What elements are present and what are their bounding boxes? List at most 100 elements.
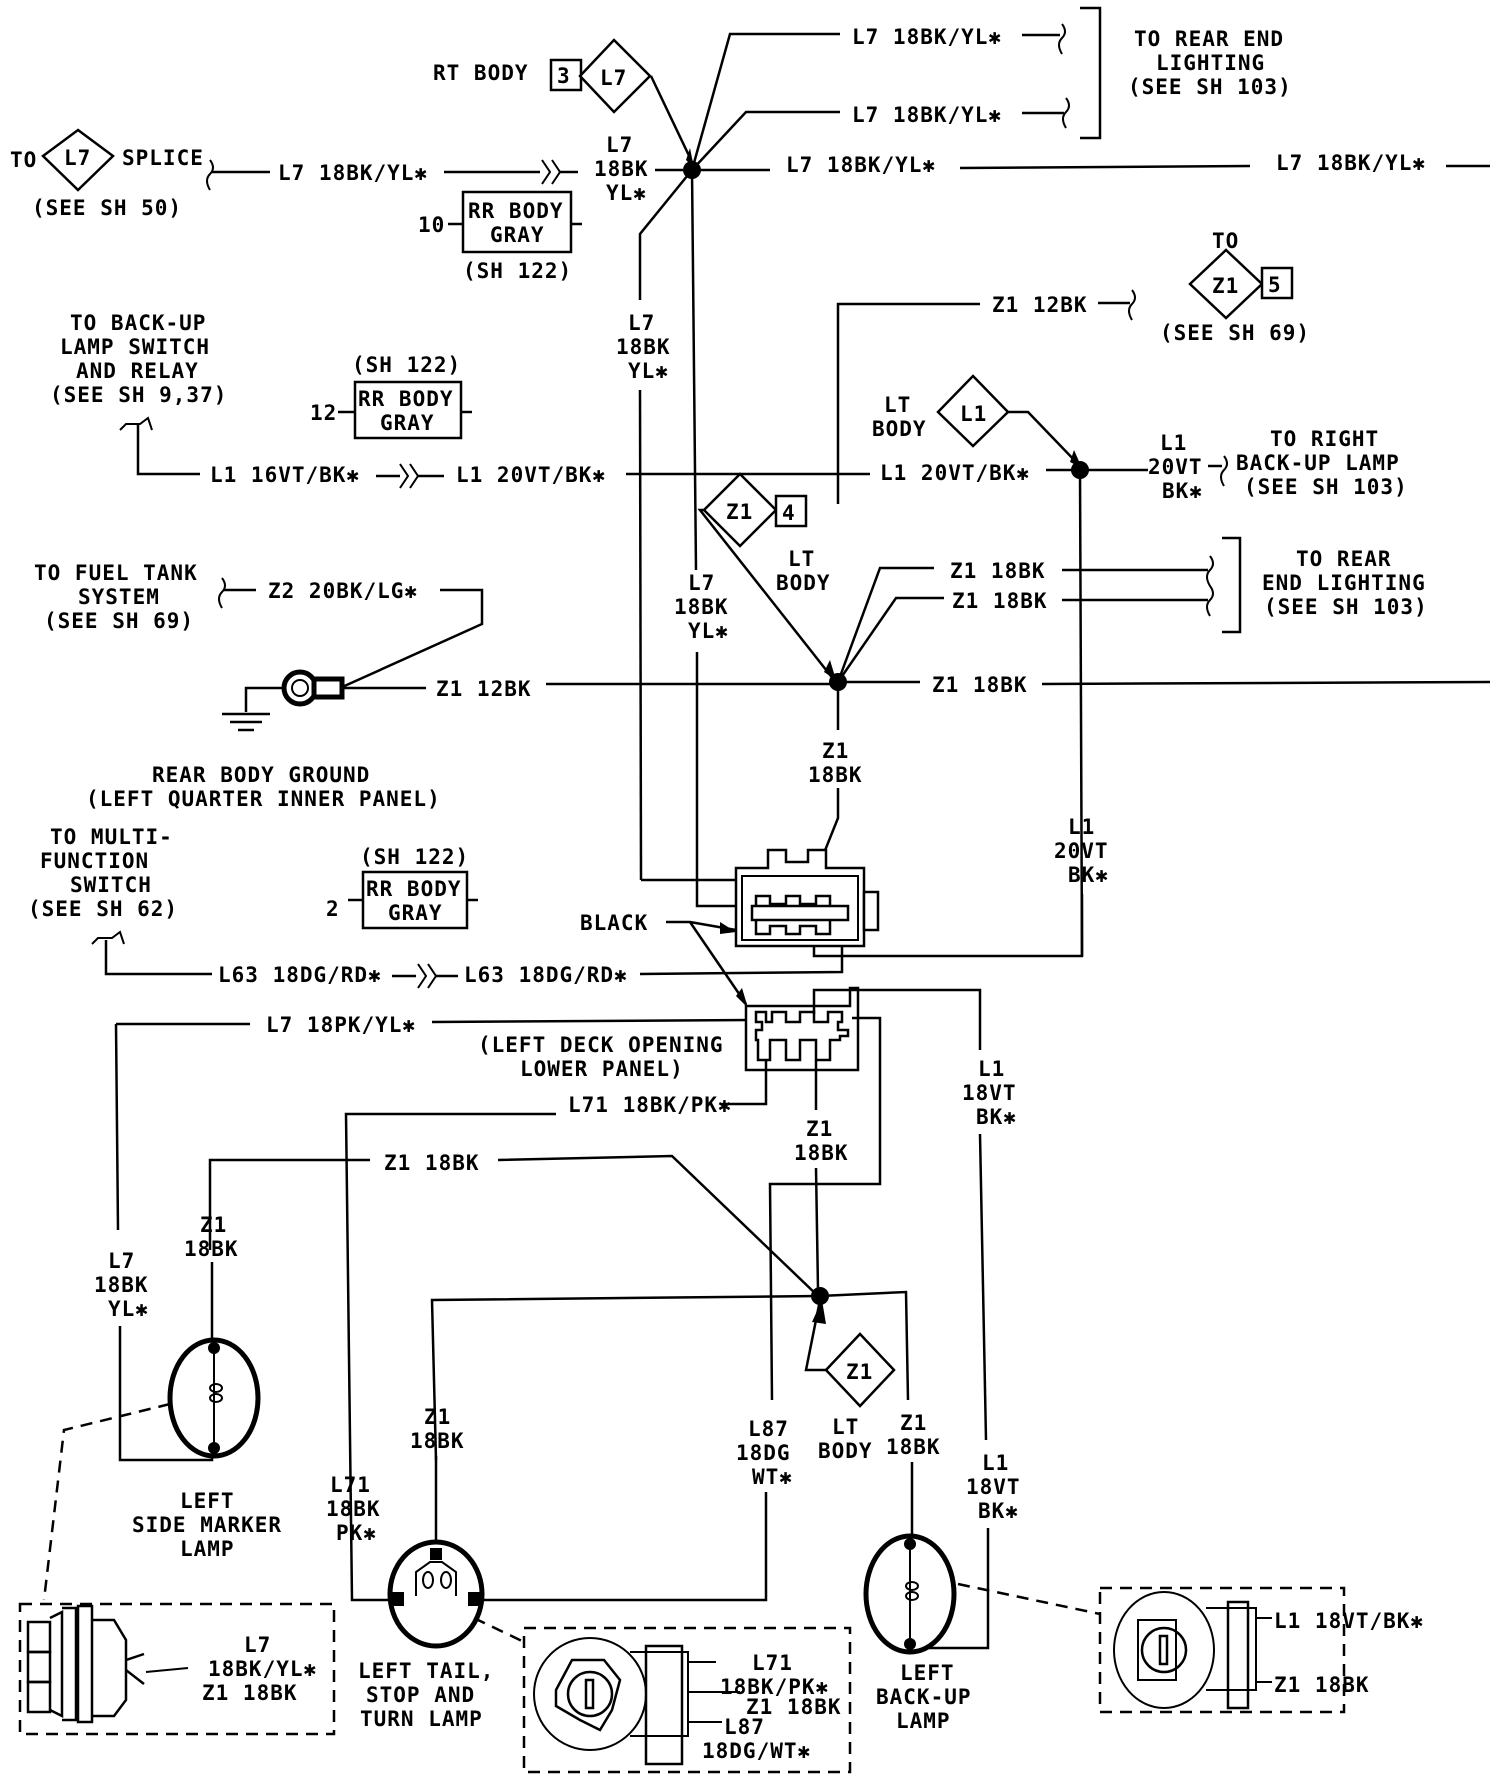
18bk-label: 18BK xyxy=(410,1429,465,1453)
connector-break-icon xyxy=(206,159,214,191)
splice-label-group: L7 18BK YL✱ xyxy=(594,133,649,205)
z1-code: Z1 xyxy=(1212,274,1239,298)
rr-body-10: 10 RR BODY GRAY (SH 122) xyxy=(418,190,582,283)
arrow-icon xyxy=(736,988,748,1008)
dest-line-2: FUNCTION xyxy=(40,849,149,873)
z1-label: Z1 xyxy=(806,1117,833,1141)
to-l7-splice: TO L7 SPLICE (SEE SH 50) xyxy=(10,128,204,220)
dest-line-3: (SEE SH 69) xyxy=(44,609,194,633)
z1-code: Z1 xyxy=(726,500,753,524)
to-label: TO xyxy=(10,148,37,172)
lamp-label: LEFT xyxy=(900,1661,955,1685)
wire xyxy=(431,1018,753,1024)
black-connector[interactable] xyxy=(734,848,880,948)
l7-vert-label: 18BK xyxy=(616,335,671,359)
lt-label: LT xyxy=(788,547,815,571)
pin-box xyxy=(1260,266,1294,300)
rr-body-label: RR BODY xyxy=(358,387,454,411)
lamp-label: LAMP xyxy=(180,1537,235,1561)
yl-label: YL✱ xyxy=(108,1297,149,1321)
l1-vert-label: BK✱ xyxy=(1068,863,1109,887)
wire xyxy=(690,32,840,171)
l7-vert2-label: YL✱ xyxy=(688,619,729,643)
detail-label: Z1 18BK xyxy=(202,1681,298,1705)
rt-body-ground: RT BODY 3 L7 xyxy=(433,38,652,114)
wire xyxy=(344,1112,556,1602)
left-side-marker-lamp[interactable] xyxy=(167,1337,261,1459)
dest-line-4: (SEE SH 62) xyxy=(28,897,178,921)
splice-18bk: 18BK xyxy=(594,157,649,181)
wire-z1-18bk-d: Z1 18BK xyxy=(384,1151,480,1175)
connector-break-icon xyxy=(1058,23,1066,55)
wire-z2: Z2 20BK/LG✱ xyxy=(268,579,418,603)
detail-label: Z1 18BK xyxy=(746,1695,842,1719)
z1-diamond-icon xyxy=(702,472,778,548)
lamp-label: TURN LAMP xyxy=(360,1707,483,1731)
wire-z1-18bk-c: Z1 18BK xyxy=(932,673,1028,697)
connector-break-icon xyxy=(1206,555,1214,617)
rr-body-12: (SH 122) 12 RR BODY GRAY xyxy=(310,353,472,440)
bk-label: BK✱ xyxy=(976,1105,1017,1129)
wire xyxy=(639,946,844,976)
z1-label: Z1 xyxy=(900,1411,927,1435)
wt-label: WT✱ xyxy=(752,1465,793,1489)
ground-symbol-icon xyxy=(222,712,270,732)
rt-body-label: RT BODY xyxy=(433,61,529,85)
wire xyxy=(722,1060,768,1106)
bk-label: BK✱ xyxy=(978,1499,1019,1523)
l7-diamond-icon xyxy=(578,38,652,114)
ground-location: (LEFT QUARTER INNER PANEL) xyxy=(86,787,441,811)
side-marker-socket-icon xyxy=(26,1604,145,1724)
wire-z1-12bk: Z1 12BK xyxy=(992,293,1088,317)
18vt-label: 18VT xyxy=(962,1081,1017,1105)
18bk-label: 18BK xyxy=(794,1141,849,1165)
wire-z1-18bk-b: Z1 18BK xyxy=(952,589,1048,613)
z1-diamond-icon xyxy=(824,1332,896,1408)
lamp-label: STOP AND xyxy=(366,1683,475,1707)
deck-opening-connector[interactable] xyxy=(744,986,860,1072)
connector-break-icon xyxy=(91,930,125,945)
to-label: TO xyxy=(1212,229,1239,253)
detail-label: L1 18VT/BK✱ xyxy=(1274,1609,1424,1633)
dest-line-2: LAMP SWITCH xyxy=(60,335,210,359)
wire-l63-b: L63 18DG/RD✱ xyxy=(464,963,628,987)
see-sh-69: (SEE SH 69) xyxy=(1160,321,1310,345)
dest-line-4: (SEE SH 9,37) xyxy=(50,383,227,407)
connector-break-icon xyxy=(119,416,153,431)
z1-pin: 5 xyxy=(1268,273,1282,297)
wire-rear-end-2: L7 18BK/YL✱ xyxy=(852,103,1002,127)
dest-lighting: LIGHTING xyxy=(1156,51,1265,75)
wire xyxy=(768,1016,882,1401)
multi-function-dest: TO MULTI- FUNCTION SWITCH (SEE SH 62) xyxy=(28,825,178,921)
wire xyxy=(638,169,693,300)
inline-connector-icon xyxy=(399,463,420,489)
l7-splice-diamond-icon xyxy=(41,128,115,192)
dest-line-1: TO BACK-UP xyxy=(70,311,206,335)
l7-vert-label: L7 xyxy=(628,311,655,335)
left-tail-stop-turn-lamp[interactable] xyxy=(387,1539,485,1649)
wire xyxy=(688,921,748,1005)
dest-line-1: TO MULTI- xyxy=(50,825,173,849)
left-backup-lamp[interactable] xyxy=(863,1533,957,1655)
l1-vert-label: L1 xyxy=(1068,815,1095,839)
leader-dashed xyxy=(42,1402,171,1601)
bk-label: BK✱ xyxy=(1162,479,1203,503)
deck-location-2: LOWER PANEL) xyxy=(520,1057,684,1081)
wire xyxy=(104,940,212,976)
rr-body-ref: (SH 122) xyxy=(352,353,461,377)
18bk-label: 18BK xyxy=(326,1497,381,1521)
dest-see-sh-103: (SEE SH 103) xyxy=(1128,75,1292,99)
z1-label: Z1 xyxy=(424,1405,451,1429)
z1-vert-label: Z1 xyxy=(822,739,849,763)
splice-label: SPLICE xyxy=(122,146,204,170)
body-label: BODY xyxy=(818,1439,873,1463)
z1-pin: 4 xyxy=(782,501,796,525)
lt-body-z1-4: Z1 4 LT BODY xyxy=(702,472,830,595)
detail-label: 18BK/YL✱ xyxy=(208,1657,317,1681)
z1-label: Z1 xyxy=(200,1213,227,1237)
wire xyxy=(638,389,643,881)
wire xyxy=(804,1299,830,1372)
l1-label: L1 xyxy=(982,1451,1009,1475)
rr-body-connector xyxy=(461,190,573,254)
